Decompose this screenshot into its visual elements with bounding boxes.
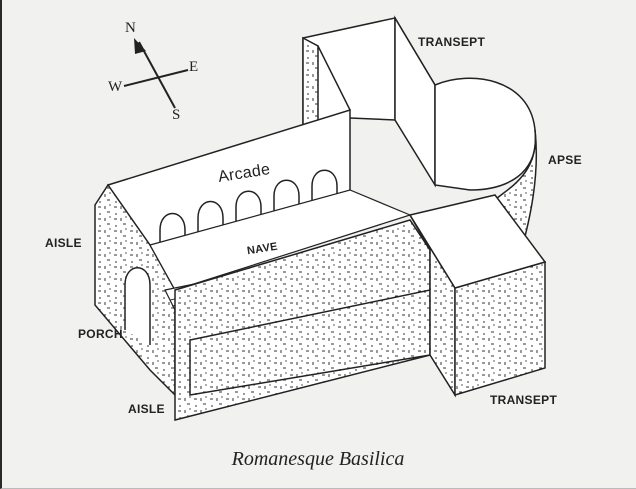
figure-caption: Romanesque Basilica: [231, 448, 405, 470]
compass-rose: [123, 38, 189, 109]
compass-south-label: S: [172, 107, 181, 123]
transept-north-label: TRANSEPT: [418, 35, 486, 49]
aisle-west-label: AISLE: [45, 236, 82, 250]
north-transept: [302, 15, 436, 188]
arcade-arches: [159, 169, 338, 262]
apse-label: APSE: [548, 153, 582, 167]
transept-south-label: TRANSEPT: [490, 393, 558, 407]
compass-west-label: W: [108, 79, 123, 95]
aisle-south-label: AISLE: [128, 402, 165, 416]
compass-east-label: E: [189, 59, 199, 75]
south-transept: [408, 194, 547, 398]
compass-north-label: N: [125, 20, 136, 36]
porch-label: PORCH: [78, 327, 123, 341]
